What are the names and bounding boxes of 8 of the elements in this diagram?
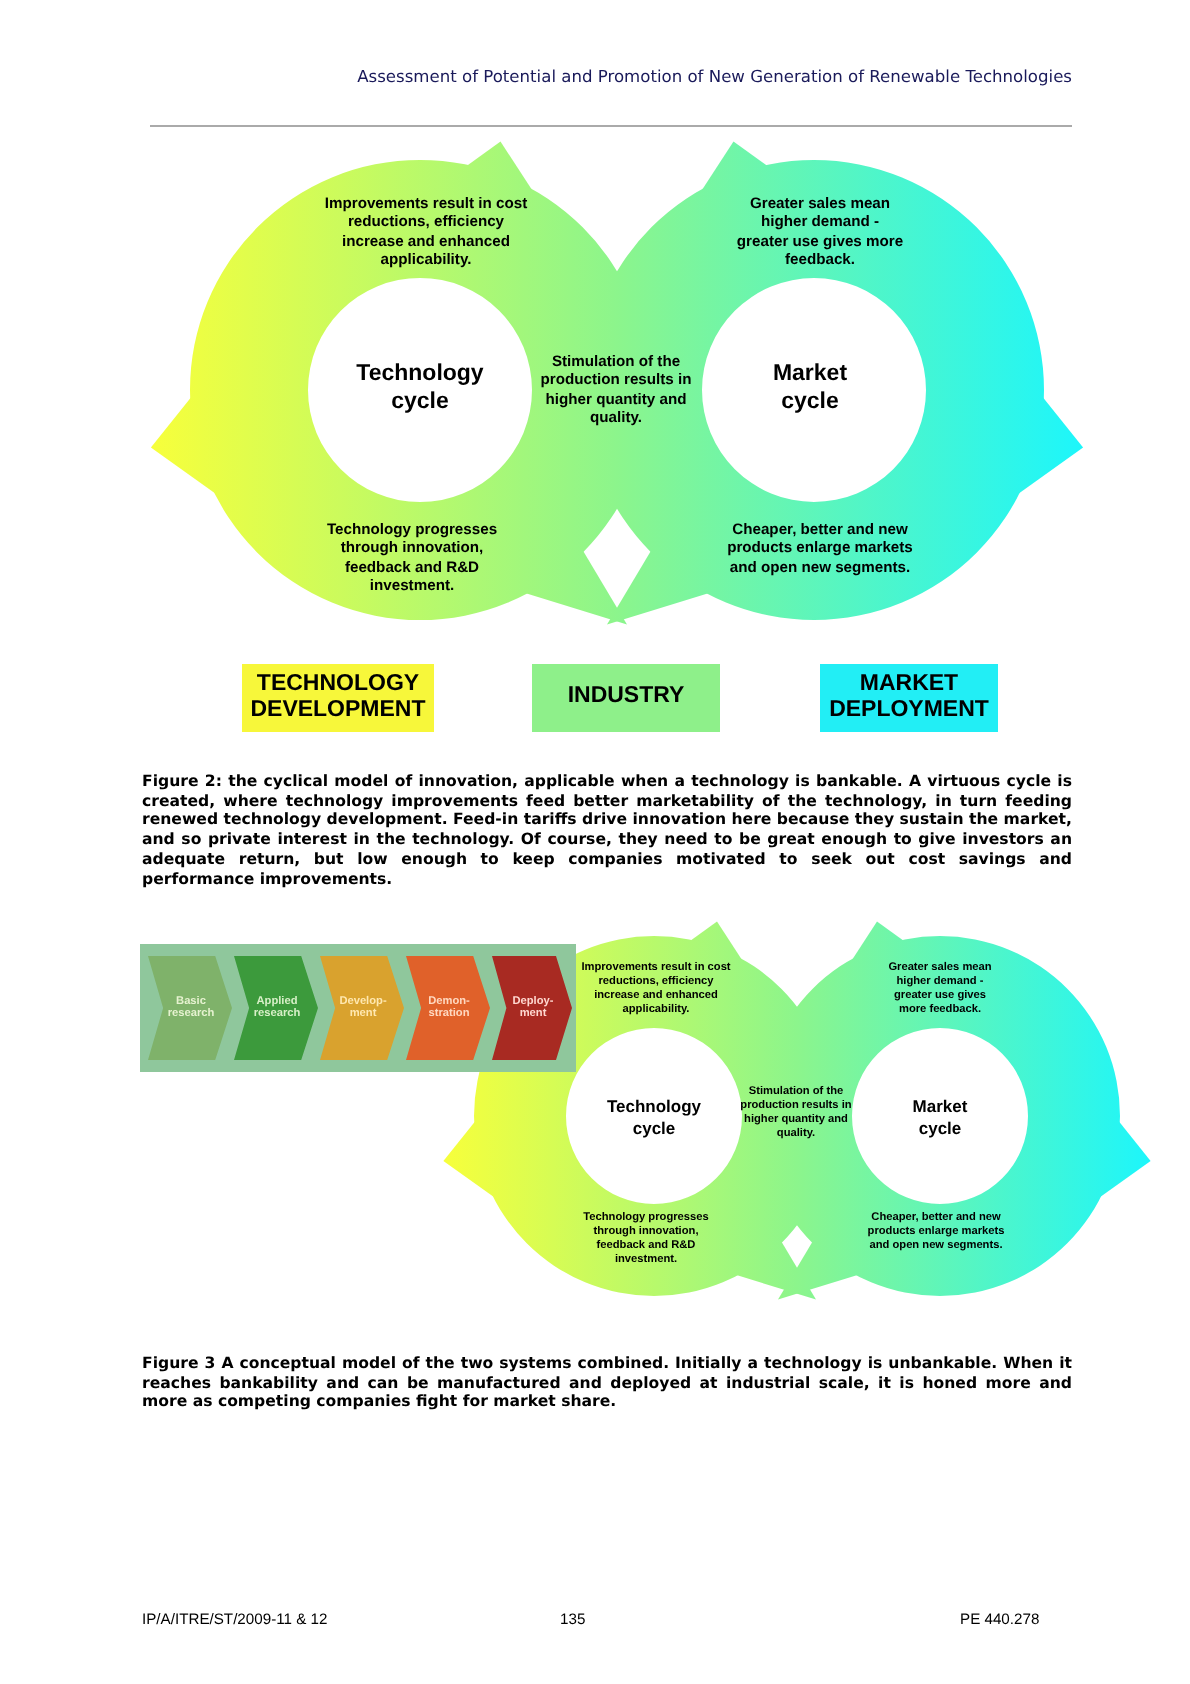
category-box: INDUSTRY bbox=[532, 664, 720, 732]
running-header: Assessment of Potential and Promotion of New Generation of Renewable Technologies bbox=[355, 66, 1072, 87]
cycle-title: Market cycle bbox=[770, 360, 850, 418]
category-box: MARKET DEPLOYMENT bbox=[820, 664, 998, 732]
cycle-title: Technology cycle bbox=[354, 360, 486, 418]
cycle-title: Technology cycle bbox=[604, 1096, 704, 1139]
category-box: TECHNOLOGY DEVELOPMENT bbox=[242, 664, 434, 732]
cycle-title: Market cycle bbox=[910, 1096, 970, 1139]
